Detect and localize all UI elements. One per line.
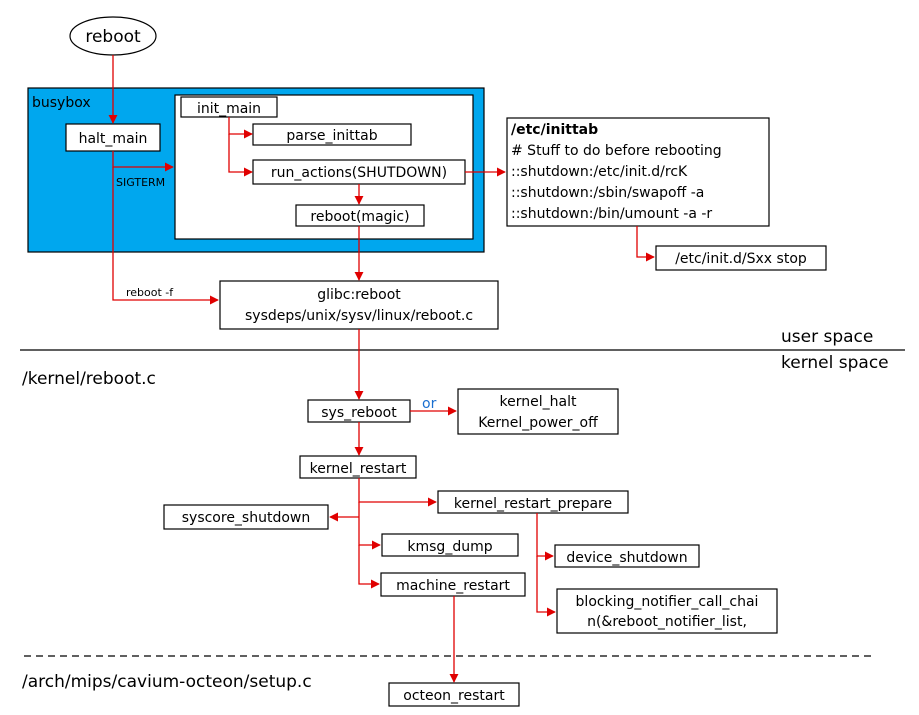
syscore-shutdown-label: syscore_shutdown <box>182 510 311 526</box>
kernel-restart-box <box>299 455 417 479</box>
kernel-power-off-label: Kernel_power_off <box>478 415 598 431</box>
octeon-restart-label: octeon_restart <box>403 688 505 704</box>
glibc-reboot-label: glibc:reboot <box>317 287 401 303</box>
inittab-line: ::shutdown:/sbin/swapoff -a <box>511 185 704 201</box>
reboot-command-label: reboot <box>85 27 141 47</box>
init-sxx-label: /etc/init.d/Sxx stop <box>675 251 807 267</box>
halt-main-box <box>65 123 161 152</box>
octeon-restart-box <box>388 682 520 707</box>
user-space-label: user space <box>781 327 873 347</box>
kernel-restart-label: kernel_restart <box>310 461 407 477</box>
kernel-halt-label: kernel_halt <box>500 394 577 410</box>
init-main-label: init_main <box>197 101 261 117</box>
blocking-notifier-label: blocking_notifier_call_chai <box>576 594 759 610</box>
kmsg-dump-label: kmsg_dump <box>407 539 492 555</box>
kmsg-dump-box <box>381 533 519 557</box>
glibc-reboot-box <box>219 280 499 330</box>
sys-reboot-label: sys_reboot <box>321 405 397 421</box>
arrow-init-to-run-actions <box>228 134 253 177</box>
blocking-notifier-box <box>556 588 778 634</box>
parse-inittab-box <box>252 123 412 146</box>
arrow-inittab-to-sxx <box>636 226 655 262</box>
busybox-label: busybox <box>32 95 91 111</box>
kernel-space-label: kernel space <box>781 353 889 373</box>
arch-file-label: /arch/mips/cavium-octeon/setup.c <box>22 672 312 692</box>
device-shutdown-label: device_shutdown <box>566 550 687 566</box>
device-shutdown-box <box>554 544 700 568</box>
inittab-line: ::shutdown:/etc/init.d/rcK <box>511 164 688 180</box>
arrow-halt-main-reboot-f <box>112 167 219 305</box>
inittab-box <box>506 117 770 227</box>
arrow-prepare-to-notifier <box>536 556 556 617</box>
inittab-title: /etc/inittab <box>511 122 598 138</box>
sigterm-label: SIGTERM <box>116 176 165 189</box>
halt-main-label: halt_main <box>79 131 148 147</box>
arrow-restart-to-prepare <box>358 478 437 507</box>
machine-restart-label: machine_restart <box>396 578 510 594</box>
machine-restart-box <box>380 572 526 597</box>
inittab-line: # Stuff to do before rebooting <box>511 143 722 159</box>
init-sxx-box <box>655 245 827 271</box>
kernel-restart-prepare-box <box>437 490 629 514</box>
parse-inittab-label: parse_inittab <box>286 128 377 144</box>
reboot-magic-box <box>295 204 425 227</box>
inittab-line: ::shutdown:/bin/umount -a -r <box>511 206 712 222</box>
arrow-prepare-to-device <box>536 513 554 561</box>
reboot-magic-label: reboot(magic) <box>310 209 409 225</box>
kernel-file-label: /kernel/reboot.c <box>22 369 156 389</box>
syscore-shutdown-box <box>163 504 329 530</box>
run-actions-label: run_actions(SHUTDOWN) <box>271 165 447 181</box>
reboot-f-label: reboot -f <box>126 286 174 299</box>
blocking-notifier-label-cont: n(&reboot_notifier_list, <box>587 614 747 630</box>
arrow-restart-to-machine <box>358 545 380 589</box>
kernel-halt-box <box>457 388 619 435</box>
kernel-restart-prepare-label: kernel_restart_prepare <box>454 496 612 512</box>
glibc-reboot-path: sysdeps/unix/sysv/linux/reboot.c <box>245 308 473 324</box>
or-label: or <box>422 396 437 412</box>
arrow-restart-to-kmsg <box>358 502 381 550</box>
